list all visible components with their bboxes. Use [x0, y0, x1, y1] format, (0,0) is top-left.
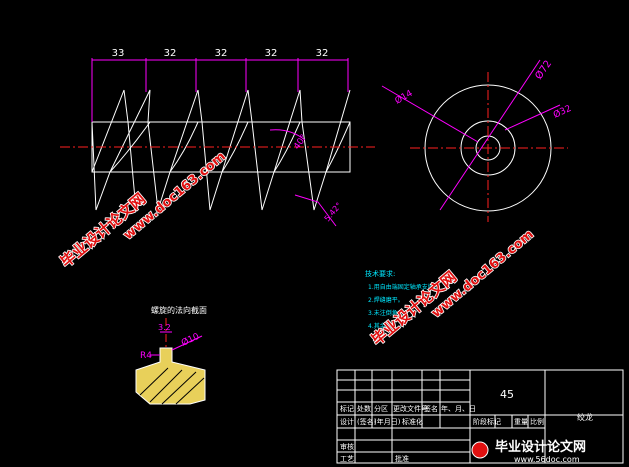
tb-sign: 签名 — [424, 404, 438, 413]
footer-brand-url: www.56doc.com — [514, 455, 580, 464]
tb-mark: 标记 — [340, 404, 354, 413]
part-name-label: 绞龙 — [577, 412, 593, 422]
pitch-dim-5: 32 — [316, 48, 329, 59]
angle-dim: 40° — [292, 133, 309, 152]
tech-note-3: 3.未注倒角C1。 — [368, 309, 412, 317]
tech-notes-title: 技术要求: — [365, 269, 395, 278]
helix-flight-start — [91, 89, 137, 211]
tb-stage: 阶段标记 — [473, 417, 501, 426]
pitch-dim-4: 32 — [265, 48, 278, 59]
tb-review: 审核 — [340, 442, 354, 451]
section-dim-leaders — [150, 331, 203, 356]
end-view-dim-leaders — [381, 59, 561, 211]
tech-note-1: 1.用自由端固定轴承支撑。 — [368, 283, 440, 291]
tb-weight: 重量 — [514, 418, 528, 426]
pitch-dim-3: 32 — [215, 48, 228, 59]
flank-dia-dim: Ø10 — [180, 331, 202, 349]
helix-curves — [109, 121, 351, 173]
title-block-grid — [336, 369, 624, 464]
tb-standard: 标准化 — [402, 417, 423, 426]
tb-design: 设计 — [340, 417, 354, 426]
tb-zone: 分区 — [374, 404, 388, 413]
hub-diameter-dim: Ø32 — [552, 103, 573, 121]
pitch-dim-1: 33 — [112, 48, 125, 59]
pitch-dim-2: 32 — [164, 48, 177, 59]
tb-count: 处数 — [357, 404, 371, 413]
tech-note-4: 4.其余 — [368, 322, 386, 330]
flank-radius-dim: R4 — [140, 351, 152, 361]
section-hatch — [135, 347, 206, 405]
footer-brand-cn: 毕业设计论文网 — [495, 439, 586, 455]
section-title: 螺旋的法向截面 — [151, 305, 207, 315]
tb-date: 年、月、日 — [441, 404, 476, 413]
hatch-lines — [139, 367, 205, 405]
pitch-dimensions — [91, 58, 349, 122]
tech-note-2: 2.焊缝磨平。 — [368, 296, 404, 304]
tb-design-sign: (签名) — [357, 417, 377, 426]
material-label: 45 — [500, 388, 514, 401]
tb-design-date: (年月日) — [374, 417, 401, 426]
screw-front-view — [91, 89, 351, 211]
end-view-centerlines — [410, 72, 568, 222]
tb-process: 工艺 — [340, 455, 354, 463]
helix-angle-leader — [294, 194, 337, 227]
outer-diameter-dim: Ø72 — [533, 58, 555, 82]
tb-scale: 比例 — [530, 417, 544, 426]
flank-small-dim: 3.2 — [158, 323, 171, 332]
tb-change-doc: 更改文件号 — [393, 404, 428, 413]
angle-arc — [269, 129, 306, 141]
helix-flight — [91, 89, 351, 211]
tb-approve: 批准 — [395, 454, 409, 463]
footer-logo-icon — [471, 441, 489, 459]
